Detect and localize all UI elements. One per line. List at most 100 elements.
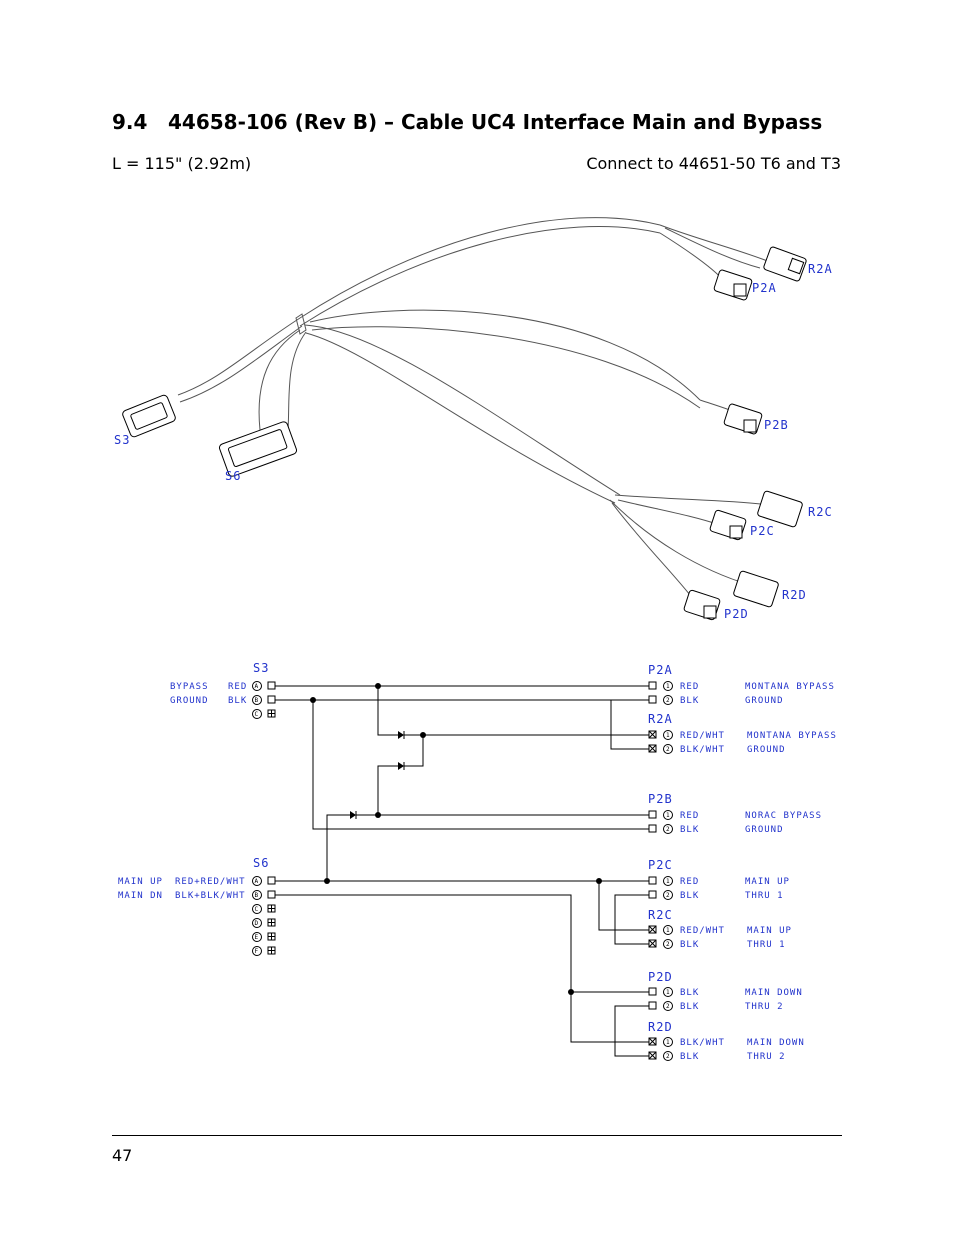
p2c-pin1-desc: MAIN UP: [745, 877, 790, 887]
p2c-drawing-label: P2C: [750, 524, 775, 538]
s6-connector-drawing: [218, 421, 298, 477]
r2d-schematic-label: R2D: [648, 1020, 673, 1034]
r2a-pin1-color: RED/WHT: [680, 731, 725, 741]
s6-pins: A B C D E F: [252, 876, 276, 956]
s6-row-a-signal: MAIN UP: [118, 877, 163, 887]
right-connectors: P2A 1 2 RED BLK MONTANA BYPASS GROUND R2…: [648, 663, 837, 1062]
p2c-pin2-color: BLK: [680, 891, 699, 901]
s6-row-a-color: RED+RED/WHT: [175, 877, 246, 887]
r2a-drawing-label: R2A: [808, 262, 833, 276]
svg-text:1: 1: [666, 732, 670, 739]
s6-schematic-label: S6: [253, 856, 269, 870]
p2b-drawing-label: P2B: [764, 418, 789, 432]
r2d-pin1-desc: MAIN DOWN: [747, 1038, 805, 1048]
svg-text:B: B: [255, 697, 259, 704]
s3-schematic-label: S3: [253, 661, 269, 675]
r2c-schematic-label: R2C: [648, 908, 673, 922]
svg-text:2: 2: [666, 746, 670, 753]
p2d-pin2-desc: THRU 2: [745, 1002, 784, 1012]
p2a-connector-drawing: [713, 269, 753, 301]
cable-length: L = 115" (2.92m): [112, 154, 252, 173]
p2b-pin2-desc: GROUND: [745, 825, 784, 835]
harness-illustration: S3 S6 R2A P2A P2B: [114, 217, 833, 621]
p2b-pin2-color: BLK: [680, 825, 699, 835]
r2d-connector-drawing: [733, 570, 779, 608]
page-number: 47: [112, 1146, 133, 1165]
svg-text:F: F: [255, 948, 259, 955]
p2c-schematic-label: P2C: [648, 858, 673, 872]
wiring-schematic: S3 BYPASS RED GROUND BLK A B C S6 MAIN U…: [118, 661, 837, 1062]
p2d-pin1-color: BLK: [680, 988, 699, 998]
r2a-pin2-color: BLK/WHT: [680, 745, 725, 755]
p2c-pin1-color: RED: [680, 877, 699, 887]
p2a-pin1-desc: MONTANA BYPASS: [745, 682, 835, 692]
junction-dots: [310, 683, 602, 995]
p2d-pin1-desc: MAIN DOWN: [745, 988, 803, 998]
svg-text:1: 1: [666, 878, 670, 885]
svg-text:1: 1: [666, 989, 670, 996]
p2c-connector-drawing: [709, 509, 747, 541]
p2b-schematic-label: P2B: [648, 792, 673, 806]
svg-text:1: 1: [666, 927, 670, 934]
svg-text:2: 2: [666, 892, 670, 899]
footer-divider: [112, 1135, 842, 1136]
p2a-pin2-color: BLK: [680, 696, 699, 706]
p2a-pin1-color: RED: [680, 682, 699, 692]
svg-text:1: 1: [666, 812, 670, 819]
p2c-pin2-desc: THRU 1: [745, 891, 784, 901]
svg-text:C: C: [255, 711, 259, 718]
r2c-pin2-color: BLK: [680, 940, 699, 950]
r2d-pin1-color: BLK/WHT: [680, 1038, 725, 1048]
s3-drawing-label: S3: [114, 433, 130, 447]
section-number: 9.4: [112, 110, 148, 134]
s3-connector-drawing: [122, 394, 176, 438]
p2a-drawing-label: P2A: [752, 281, 777, 295]
p2d-drawing-label: P2D: [724, 607, 749, 621]
connect-note: Connect to 44651-50 T6 and T3: [586, 154, 841, 173]
r2a-pin1-desc: MONTANA BYPASS: [747, 731, 837, 741]
s6-drawing-label: S6: [225, 469, 241, 483]
s6-row-b-color: BLK+BLK/WHT: [175, 891, 246, 901]
r2c-pin2-desc: THRU 1: [747, 940, 786, 950]
r2a-schematic-label: R2A: [648, 712, 673, 726]
p2d-pin2-color: BLK: [680, 1002, 699, 1012]
r2c-pin1-color: RED/WHT: [680, 926, 725, 936]
svg-text:E: E: [255, 934, 259, 941]
svg-text:2: 2: [666, 1053, 670, 1060]
p2b-pin1-color: RED: [680, 811, 699, 821]
svg-text:A: A: [255, 878, 259, 885]
p2b-pin1-desc: NORAC BYPASS: [745, 811, 822, 821]
r2a-pin2-desc: GROUND: [747, 745, 786, 755]
schematic-wires: [275, 683, 649, 1057]
section-heading: 9.4 44658-106 (Rev B) – Cable UC4 Interfa…: [112, 110, 822, 134]
svg-text:1: 1: [666, 683, 670, 690]
s3-row-a-signal: BYPASS: [170, 682, 209, 692]
p2d-connector-drawing: [683, 589, 721, 621]
svg-text:D: D: [255, 920, 259, 927]
r2d-pin2-color: BLK: [680, 1052, 699, 1062]
svg-text:B: B: [255, 892, 259, 899]
svg-text:2: 2: [666, 1003, 670, 1010]
svg-text:2: 2: [666, 697, 670, 704]
p2b-connector-drawing: [723, 403, 763, 435]
s3-row-b-color: BLK: [228, 696, 247, 706]
svg-text:C: C: [255, 906, 259, 913]
p2a-pin2-desc: GROUND: [745, 696, 784, 706]
svg-text:A: A: [255, 683, 259, 690]
s3-row-a-color: RED: [228, 682, 247, 692]
s6-row-b-signal: MAIN DN: [118, 891, 163, 901]
s3-row-b-signal: GROUND: [170, 696, 209, 706]
svg-text:2: 2: [666, 941, 670, 948]
r2d-drawing-label: R2D: [782, 588, 807, 602]
r2c-connector-drawing: [757, 490, 803, 528]
r2d-pin2-desc: THRU 2: [747, 1052, 786, 1062]
p2d-schematic-label: P2D: [648, 970, 673, 984]
s3-pins: A B C: [252, 681, 276, 719]
svg-text:2: 2: [666, 826, 670, 833]
section-title: 44658-106 (Rev B) – Cable UC4 Interface …: [168, 110, 823, 134]
diode-symbols: [350, 731, 405, 819]
r2a-connector-drawing: [763, 246, 807, 282]
r2c-pin1-desc: MAIN UP: [747, 926, 792, 936]
r2c-drawing-label: R2C: [808, 505, 833, 519]
